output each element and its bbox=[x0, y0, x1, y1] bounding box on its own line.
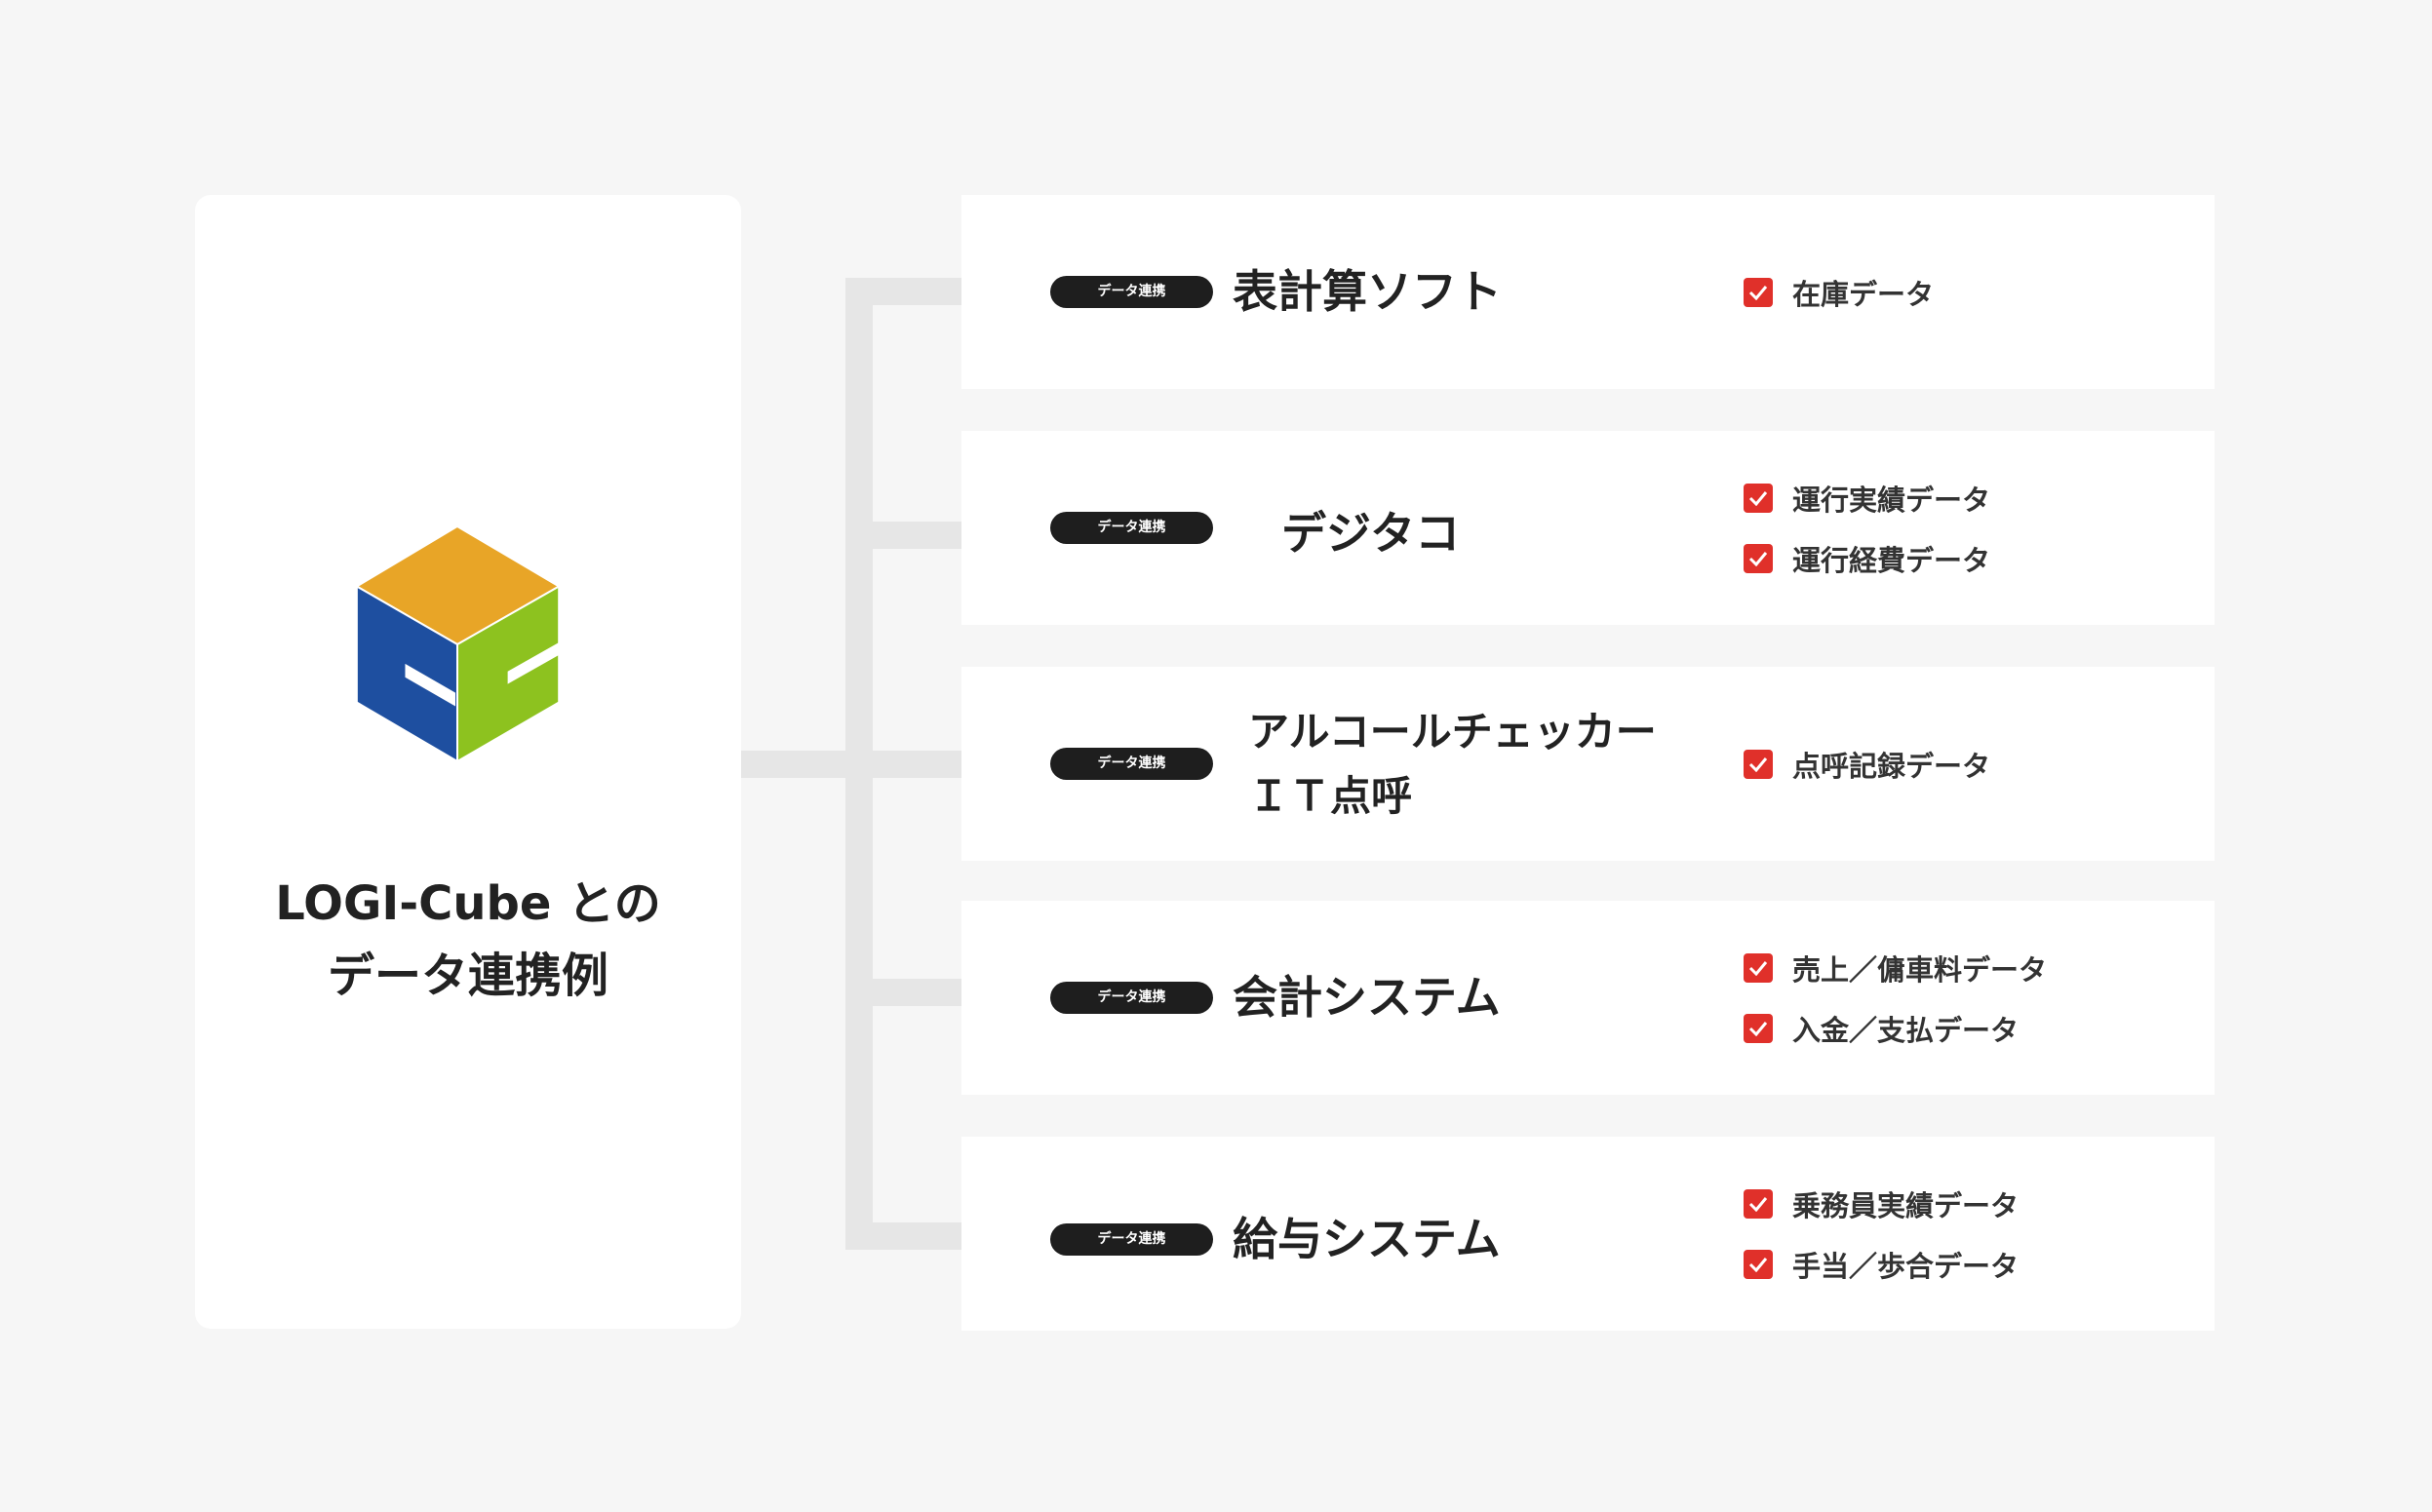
item-label: 手当／歩合データ bbox=[1792, 1249, 2020, 1283]
checkbox-checked-icon bbox=[1744, 543, 1773, 573]
item-label: 売上／傭車料データ bbox=[1792, 952, 2048, 987]
item-list: 乗務員実績データ 手当／歩合データ bbox=[1744, 1137, 2019, 1331]
list-item: 運行経費データ bbox=[1744, 538, 1990, 579]
item-label: 運行経費データ bbox=[1792, 543, 1991, 577]
card-payroll: データ連携 給与システム 乗務員実績データ 手当／歩合データ bbox=[961, 1137, 2215, 1331]
connector-branch bbox=[845, 522, 961, 549]
list-item: 手当／歩合データ bbox=[1744, 1244, 2019, 1285]
item-label: 乗務員実績データ bbox=[1792, 1188, 2020, 1222]
item-list: 在庫データ bbox=[1744, 195, 1934, 389]
connector-branch bbox=[845, 979, 961, 1006]
card-title: デジタコ bbox=[1281, 507, 1461, 560]
data-link-badge: データ連携 bbox=[1050, 276, 1213, 308]
item-list: 運行実績データ 運行経費データ bbox=[1744, 431, 1990, 625]
item-list: 点呼記録データ bbox=[1744, 667, 1990, 861]
checkbox-checked-icon bbox=[1744, 952, 1773, 983]
checkbox-checked-icon bbox=[1744, 1188, 1773, 1219]
left-panel: LOGI-Cube との データ連携例 bbox=[195, 195, 741, 1329]
checkbox-checked-icon bbox=[1744, 1013, 1773, 1043]
list-item: 点呼記録データ bbox=[1744, 744, 1990, 785]
panel-title-line1: LOGI-Cube との bbox=[275, 876, 661, 931]
item-label: 点呼記録データ bbox=[1792, 749, 1991, 783]
panel-title-line2: データ連携例 bbox=[327, 949, 608, 1003]
card-title-line2: ＩＴ点呼 bbox=[1248, 772, 1413, 820]
data-link-badge: データ連携 bbox=[1050, 512, 1213, 544]
connector-branch bbox=[845, 278, 961, 305]
card-spreadsheet: データ連携 表計算ソフト 在庫データ bbox=[961, 195, 2215, 389]
card-title: 会計システム bbox=[1233, 971, 1501, 1024]
checkbox-checked-icon bbox=[1744, 749, 1773, 779]
card-title: アルコールチェッカー ＩＴ点呼 bbox=[1248, 700, 1657, 829]
panel-title: LOGI-Cube との データ連携例 bbox=[195, 868, 741, 1012]
card-accounting: データ連携 会計システム 売上／傭車料データ 入金／支払データ bbox=[961, 901, 2215, 1095]
list-item: 運行実績データ bbox=[1744, 478, 1990, 519]
list-item: 在庫データ bbox=[1744, 272, 1934, 313]
item-label: 運行実績データ bbox=[1792, 483, 1991, 517]
connector-trunk bbox=[741, 751, 848, 778]
card-alcohol-checker: データ連携 アルコールチェッカー ＩＴ点呼 点呼記録データ bbox=[961, 667, 2215, 861]
card-title: 表計算ソフト bbox=[1233, 265, 1502, 318]
item-label: 入金／支払データ bbox=[1792, 1013, 2020, 1047]
connector-branch bbox=[845, 1222, 961, 1250]
logi-cube-logo bbox=[356, 524, 562, 763]
item-label: 在庫データ bbox=[1792, 277, 1935, 311]
checkbox-checked-icon bbox=[1744, 1249, 1773, 1279]
card-title: 給与システム bbox=[1233, 1213, 1501, 1265]
checkbox-checked-icon bbox=[1744, 277, 1773, 307]
card-title-line1: アルコールチェッカー bbox=[1248, 708, 1657, 756]
checkbox-checked-icon bbox=[1744, 483, 1773, 513]
card-digitaco: データ連携 デジタコ 運行実績データ 運行経費データ bbox=[961, 431, 2215, 625]
connector-branch bbox=[845, 751, 961, 778]
list-item: 乗務員実績データ bbox=[1744, 1183, 2019, 1224]
list-item: 入金／支払データ bbox=[1744, 1008, 2047, 1049]
item-list: 売上／傭車料データ 入金／支払データ bbox=[1744, 901, 2047, 1095]
data-link-badge: データ連携 bbox=[1050, 1223, 1213, 1256]
data-link-badge: データ連携 bbox=[1050, 982, 1213, 1014]
data-link-badge: データ連携 bbox=[1050, 748, 1213, 780]
list-item: 売上／傭車料データ bbox=[1744, 948, 2047, 989]
